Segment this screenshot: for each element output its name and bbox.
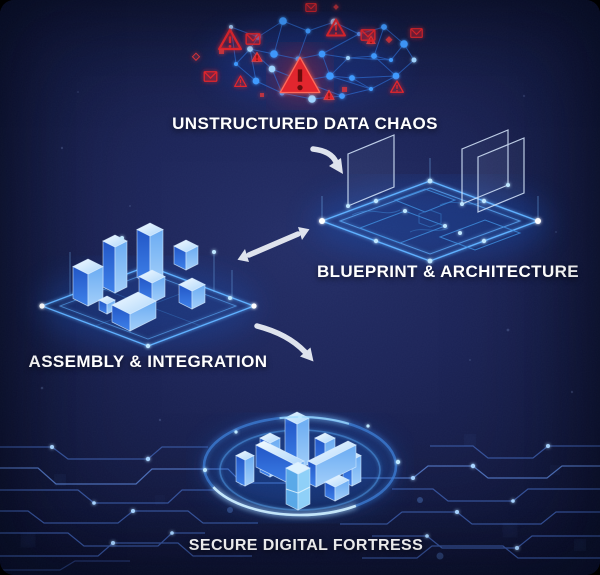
iso-cube	[324, 474, 350, 502]
iso-cube	[136, 222, 164, 285]
bokeh-glow-dots	[22, 435, 585, 560]
iso-cube	[307, 440, 357, 488]
fortress-sparkle-dots	[203, 415, 401, 472]
email-icon	[245, 33, 261, 45]
arrow-assembly-blueprint-bidirectional	[237, 227, 310, 262]
stage-label-blueprint-architecture: BLUEPRINT & ARCHITECTURE	[316, 262, 580, 281]
iso-cube	[173, 239, 199, 271]
iso-cube	[235, 450, 255, 487]
circuit-traces-right	[340, 445, 600, 559]
background-stars	[40, 91, 574, 422]
stage-label-assembly-integration: ASSEMBLY & INTEGRATION	[28, 352, 268, 371]
assembly-illustration	[39, 222, 257, 349]
iso-cube	[285, 461, 311, 511]
blueprint-illustration	[319, 129, 541, 264]
iso-cube	[111, 291, 157, 332]
stage-label-unstructured-data-chaos: UNSTRUCTURED DATA CHAOS	[172, 114, 438, 133]
red-data-fragment	[191, 52, 201, 61]
arrow-assembly-to-fortress	[254, 323, 314, 362]
fortress-illustration	[202, 411, 401, 517]
iso-cube	[72, 258, 104, 307]
flow-arrows	[237, 146, 343, 362]
red-data-fragment	[219, 49, 224, 54]
email-icon	[410, 28, 423, 38]
email-icon	[360, 29, 376, 41]
iso-cube	[178, 277, 206, 310]
red-data-fragment	[385, 36, 393, 44]
email-icon	[305, 3, 317, 12]
red-data-fragment	[342, 87, 347, 92]
arrow-chaos-to-blueprint	[310, 146, 343, 174]
blueprint-node-dots	[319, 178, 541, 264]
iso-cube	[102, 234, 128, 294]
assembly-sparkle-dots	[39, 236, 257, 349]
red-data-fragment	[260, 93, 264, 97]
stage-label-secure-digital-fortress: SECURE DIGITAL FORTRESS	[188, 537, 424, 554]
email-icon	[203, 71, 218, 82]
circuit-node-dots	[50, 444, 550, 550]
